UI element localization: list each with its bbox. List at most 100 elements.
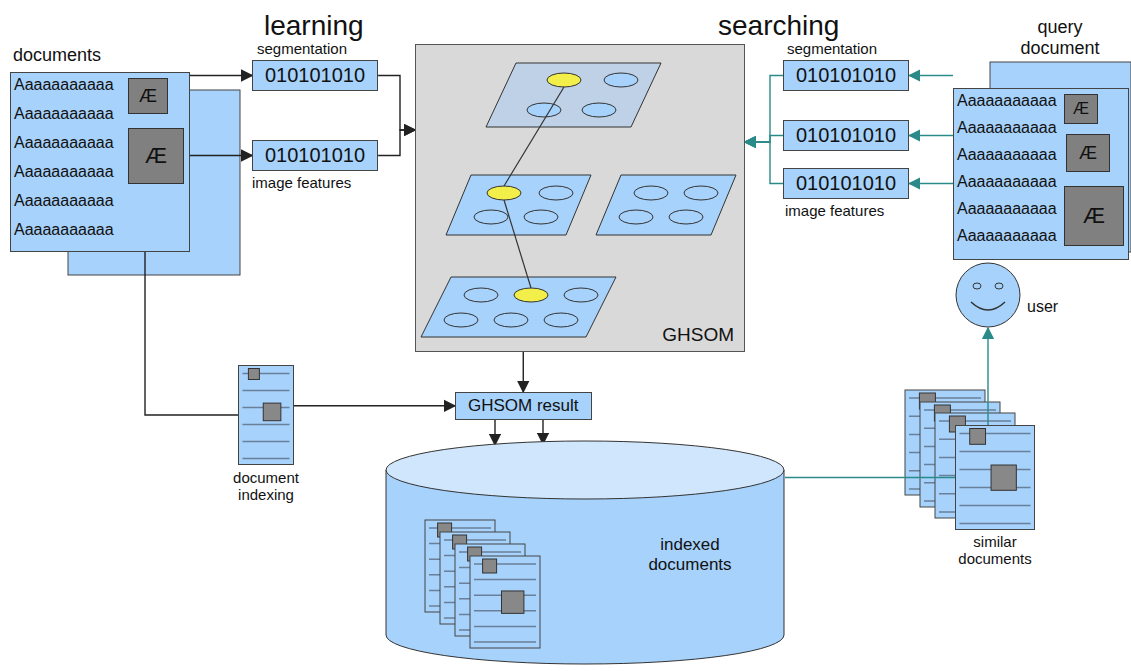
mini-document — [239, 366, 294, 465]
connector — [494, 420, 495, 445]
som-layer — [421, 277, 616, 337]
image-region: Æ — [1064, 186, 1124, 246]
image-region: Æ — [128, 128, 184, 184]
connector — [745, 136, 783, 143]
node-label: 010101010 — [796, 124, 896, 147]
neuron — [539, 186, 573, 200]
neuron — [464, 288, 498, 302]
layer-link — [504, 200, 531, 288]
neuron — [494, 313, 528, 327]
connector — [745, 76, 783, 143]
image-region: Æ — [1064, 94, 1098, 124]
neuron — [619, 210, 653, 224]
face-drawing — [955, 262, 1021, 328]
section-heading: searching — [718, 10, 839, 42]
layer-link — [504, 87, 564, 186]
connector — [745, 142, 783, 184]
page-outline — [239, 366, 294, 465]
page-text-line: Aaaaaaaaaaa — [957, 173, 1057, 191]
user-face: user — [955, 262, 1021, 328]
cylinder-top — [386, 441, 784, 499]
node-label: indexed documents — [635, 535, 745, 574]
page-text-line: Aaaaaaaaaaa — [14, 163, 114, 181]
page-text-line: Aaaaaaaaaaa — [14, 134, 114, 152]
som-layer — [486, 63, 661, 127]
step-label: segmentation — [257, 40, 347, 57]
database-cylinder: indexed documents — [385, 440, 785, 665]
connector — [909, 183, 953, 184]
text-line-stroke — [474, 641, 536, 643]
mini-document — [470, 556, 540, 648]
neuron — [564, 288, 598, 302]
smile — [971, 302, 1005, 310]
text-line-stroke — [243, 441, 290, 443]
text-line-stroke — [243, 424, 290, 426]
text-line-stroke — [474, 579, 536, 581]
image-region: Æ — [128, 78, 168, 114]
page-drawing — [238, 365, 294, 465]
connector — [294, 405, 455, 406]
neuron — [474, 210, 508, 224]
page-text-line: Aaaaaaaaaaa — [957, 227, 1057, 245]
page-text-line: Aaaaaaaaaaa — [957, 92, 1057, 110]
node-label: GHSOM — [662, 324, 734, 346]
image-block — [991, 465, 1016, 490]
text-line-stroke — [243, 458, 290, 460]
step-label: image features — [785, 202, 884, 219]
page-drawing — [955, 425, 1035, 530]
connector — [523, 352, 524, 392]
text-line-stroke — [960, 451, 1031, 453]
winner-neuron — [514, 288, 548, 302]
neuron — [604, 73, 638, 87]
page-text-line: Aaaaaaaaaaa — [957, 146, 1057, 164]
winner-neuron — [487, 186, 521, 200]
page-text-line: Aaaaaaaaaaa — [957, 200, 1057, 218]
connector — [190, 155, 252, 156]
connector — [378, 130, 415, 156]
image-block — [483, 559, 497, 573]
feature-box: 010101010 — [783, 120, 909, 151]
connector — [785, 477, 955, 478]
connector — [190, 75, 252, 76]
text-line-stroke — [960, 523, 1031, 525]
ghsom-panel: GHSOM — [415, 44, 745, 352]
node-label: query document — [1000, 17, 1120, 58]
step-label: segmentation — [787, 40, 877, 57]
node-label: document indexing — [216, 469, 316, 504]
mini-document — [956, 426, 1035, 530]
connector — [909, 135, 953, 136]
node-label: GHSOM result — [468, 396, 579, 416]
neuron — [669, 210, 703, 224]
node-label: 010101010 — [796, 172, 896, 195]
image-block — [248, 369, 259, 380]
page-outline — [470, 556, 540, 648]
connector — [987, 328, 988, 425]
som-layer — [596, 175, 736, 235]
face-outline — [956, 263, 1020, 327]
document-stack: similar documents — [955, 425, 1035, 530]
neuron — [524, 210, 558, 224]
section-heading: learning — [264, 10, 364, 42]
feature-box: GHSOM result — [455, 392, 592, 420]
winner-neuron — [547, 73, 581, 87]
connector — [542, 420, 543, 444]
node-label: 010101010 — [265, 144, 365, 167]
feature-box: 010101010 — [783, 60, 909, 91]
image-block — [263, 403, 281, 421]
node-label: 010101010 — [796, 64, 896, 87]
eye — [973, 283, 981, 289]
feature-box: 010101010 — [252, 60, 378, 91]
text-line-stroke — [960, 505, 1031, 507]
cylinder-drawing — [385, 440, 785, 665]
page-text-line: Aaaaaaaaaaa — [14, 105, 114, 123]
image-block — [502, 591, 524, 613]
page-text-line: Aaaaaaaaaaa — [957, 119, 1057, 137]
neuron — [444, 313, 478, 327]
image-region: Æ — [1066, 134, 1110, 172]
neuron — [684, 186, 718, 200]
connector — [145, 252, 238, 415]
neuron — [527, 103, 561, 117]
neuron — [544, 313, 578, 327]
connector — [378, 76, 415, 131]
